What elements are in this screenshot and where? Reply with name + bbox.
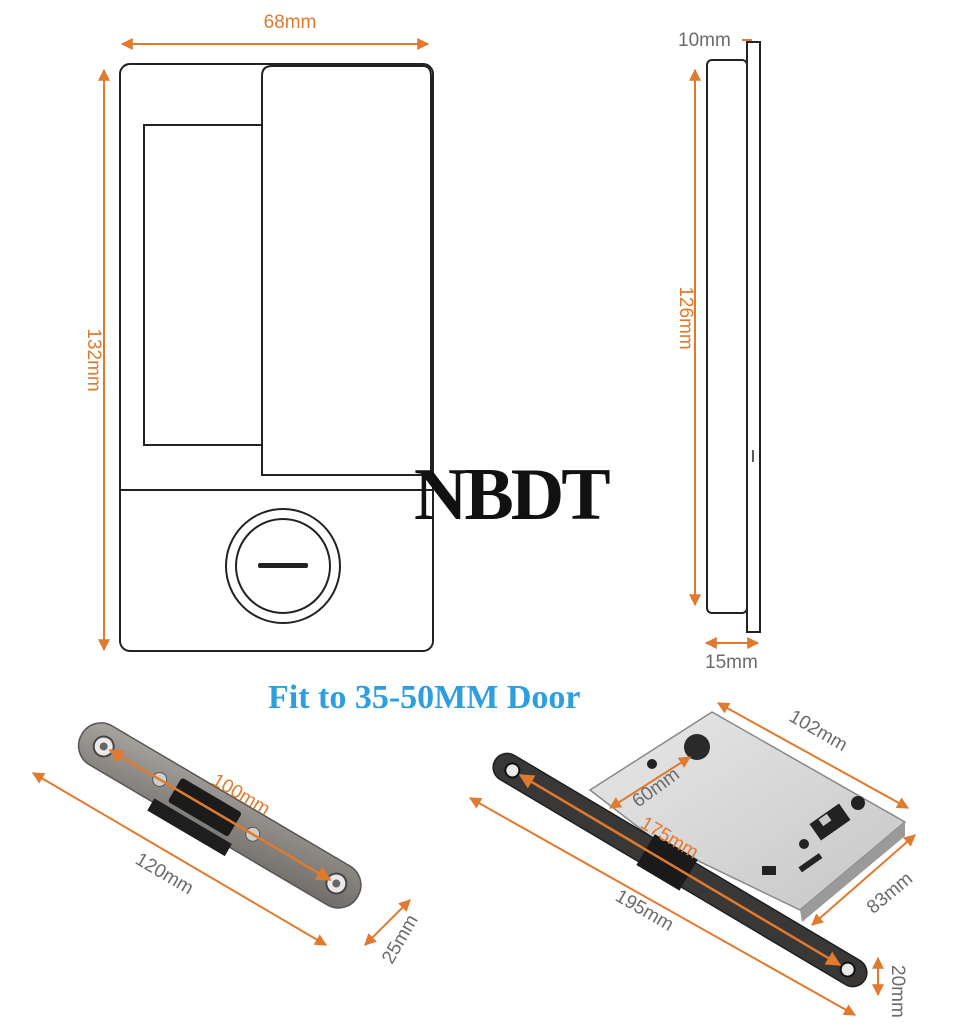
depth-label: 102mm [785, 706, 850, 756]
side-height-label: 126mm [675, 286, 696, 349]
side-view: 10mm 126mm 15mm [675, 30, 761, 673]
case-slot-small [762, 866, 776, 875]
height-label-lock: 83mm [863, 868, 917, 918]
strike-width-arrow [364, 899, 411, 946]
height-label: 132mm [83, 328, 104, 391]
faceplate-length-label: 195mm [612, 886, 677, 936]
side-body [706, 59, 748, 614]
brand-logo: NBDT [414, 454, 610, 536]
strike-length-label: 120mm [132, 849, 197, 899]
lock-body: 175mm 60mm 102mm 83mm 195mm 20mm [468, 702, 917, 1018]
side-plate [746, 41, 761, 633]
faceplate-hole-top [504, 762, 521, 779]
strike-length-arrow [31, 772, 328, 946]
fit-caption: Fit to 35-50MM Door [268, 679, 581, 716]
pull-recess [143, 124, 263, 446]
faceplate-width-label: 20mm [887, 965, 908, 1018]
handle-panel [261, 65, 432, 476]
depth-arrow [716, 702, 910, 809]
spindle-hole [684, 734, 710, 760]
strike-plate: 100mm 120mm 25mm [31, 722, 423, 968]
side-bottom-label: 15mm [705, 652, 758, 673]
lock-front-body [119, 63, 434, 652]
case-screw-3 [799, 839, 809, 849]
case-screw-2 [851, 796, 865, 810]
front-view: 68mm 132mm [83, 12, 434, 652]
width-label: 68mm [264, 12, 317, 33]
thumbturn-slot [258, 563, 308, 568]
faceplate-length-arrow [468, 797, 857, 1016]
side-top-label: 10mm [678, 30, 731, 51]
case-screw-1 [647, 759, 657, 769]
strike-width-label: 25mm [378, 911, 423, 967]
lock-case [588, 711, 907, 911]
